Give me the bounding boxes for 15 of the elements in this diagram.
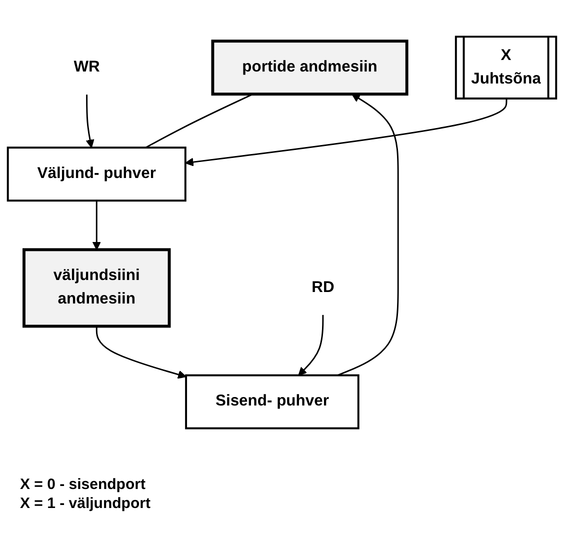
node-box: Sisend- puhver bbox=[185, 374, 360, 430]
note-text: X = 0 - sisendport bbox=[20, 476, 146, 493]
note-text: X = 1 - väljundport bbox=[20, 495, 152, 512]
arrow bbox=[185, 99, 508, 166]
arrow bbox=[92, 200, 101, 250]
arrow bbox=[337, 94, 399, 376]
connector bbox=[145, 93, 254, 148]
node-text: RD bbox=[312, 279, 334, 296]
arrow bbox=[86, 94, 94, 148]
node-box: väljundsiini andmesiin bbox=[22, 248, 171, 328]
node-box: portide andmesiin bbox=[211, 40, 408, 96]
node-text: WR bbox=[74, 58, 100, 76]
arrow bbox=[298, 314, 324, 376]
node-box: Väljund- puhver bbox=[6, 146, 186, 202]
arrow bbox=[96, 326, 186, 379]
